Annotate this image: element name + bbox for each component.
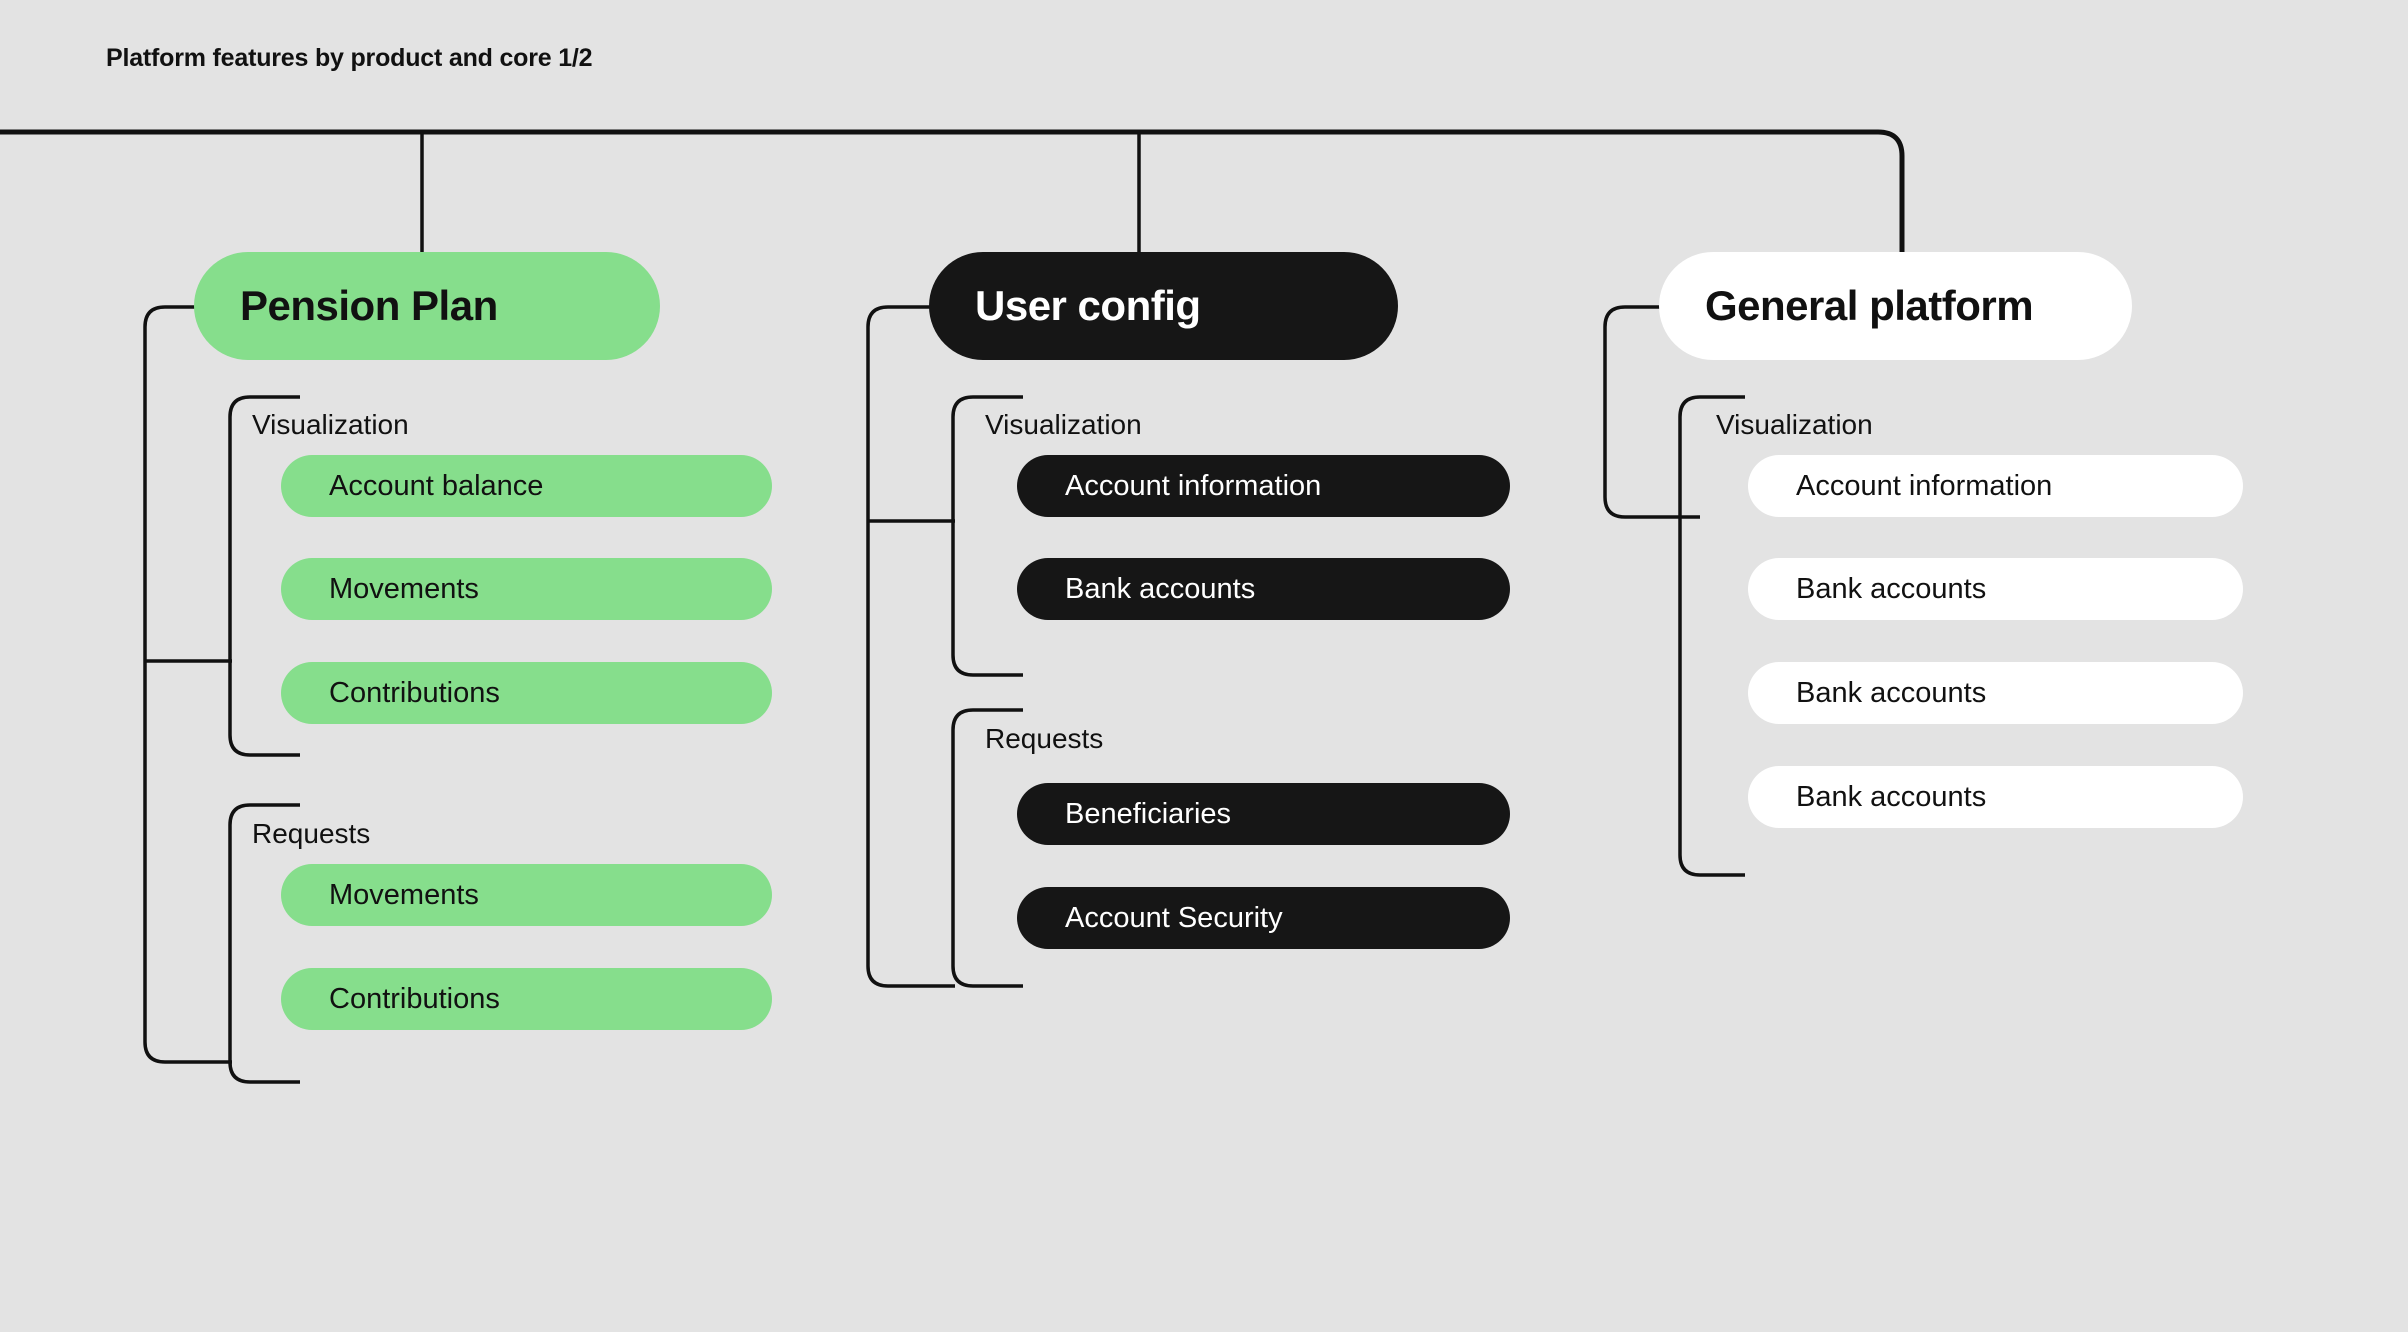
leaf-node-account-balance[interactable]: Account balance (281, 455, 772, 517)
root-node-label: Pension Plan (240, 282, 498, 329)
leaf-node-label: Beneficiaries (1065, 797, 1232, 830)
root-node-label: User config (975, 282, 1201, 329)
leaf-node-label: Account balance (329, 469, 544, 502)
leaf-node-contributions-request[interactable]: Contributions (281, 968, 772, 1030)
group-label-pension-requests: Requests (252, 818, 371, 849)
leaf-node-label: Contributions (329, 676, 500, 709)
group-label-userconfig-requests: Requests (985, 723, 1104, 754)
leaf-node-label: Account information (1796, 469, 2053, 502)
leaf-node-bank-accounts-2[interactable]: Bank accounts (1748, 662, 2243, 724)
leaf-node-movements-request[interactable]: Movements (281, 864, 772, 926)
leaf-node-label: Bank accounts (1796, 676, 1987, 709)
leaf-node-label: Movements (329, 572, 479, 605)
leaf-node-contributions[interactable]: Contributions (281, 662, 772, 724)
root-node-label: General platform (1705, 282, 2034, 329)
leaf-node-account-information-general[interactable]: Account information (1748, 455, 2243, 517)
leaf-node-label: Bank accounts (1065, 572, 1256, 605)
page-title: Platform features by product and core 1/… (106, 44, 593, 72)
leaf-node-bank-accounts[interactable]: Bank accounts (1017, 558, 1510, 620)
leaf-node-beneficiaries[interactable]: Beneficiaries (1017, 783, 1510, 845)
leaf-node-account-information[interactable]: Account information (1017, 455, 1510, 517)
group-label-general-visualization: Visualization (1716, 409, 1873, 440)
leaf-node-movements[interactable]: Movements (281, 558, 772, 620)
group-label-userconfig-visualization: Visualization (985, 409, 1142, 440)
leaf-node-bank-accounts-1[interactable]: Bank accounts (1748, 558, 2243, 620)
leaf-node-label: Contributions (329, 982, 500, 1015)
leaf-node-label: Bank accounts (1796, 780, 1987, 813)
root-node-general-platform[interactable]: General platform (1659, 252, 2132, 360)
leaf-node-account-security[interactable]: Account Security (1017, 887, 1510, 949)
leaf-node-bank-accounts-3[interactable]: Bank accounts (1748, 766, 2243, 828)
leaf-node-label: Bank accounts (1796, 572, 1987, 605)
leaf-node-label: Movements (329, 878, 479, 911)
leaf-node-label: Account information (1065, 469, 1322, 502)
group-label-pension-visualization: Visualization (252, 409, 409, 440)
root-node-pension-plan[interactable]: Pension Plan (194, 252, 660, 360)
root-node-user-config[interactable]: User config (929, 252, 1398, 360)
leaf-node-label: Account Security (1065, 901, 1283, 934)
